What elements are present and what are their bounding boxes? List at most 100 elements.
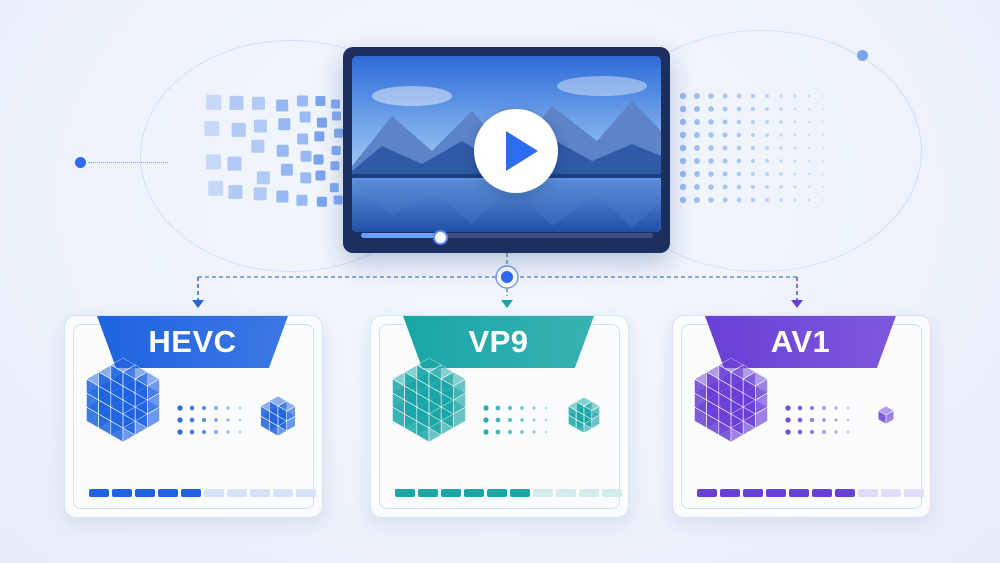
matrix-dot [822, 160, 824, 162]
matrix-dot [779, 146, 783, 150]
compression-dot [822, 406, 826, 410]
matrix-dot [807, 107, 811, 111]
bar-segment [697, 489, 717, 497]
codec-label-tab: VP9 [403, 316, 594, 368]
compression-dot [809, 429, 815, 435]
compression-dot [238, 406, 242, 410]
compression-dot [834, 430, 838, 434]
pixel-square [251, 96, 265, 110]
matrix-dot [708, 197, 714, 203]
bar-segment [556, 489, 576, 497]
matrix-dot [779, 185, 783, 189]
bar-segment [112, 489, 132, 497]
bar-segment [135, 489, 155, 497]
pixel-square [334, 128, 344, 138]
matrix-dot [694, 171, 700, 177]
matrix-dot [807, 172, 811, 176]
pixel-square [331, 145, 341, 155]
compression-dot [544, 406, 548, 410]
pixel-square [280, 163, 293, 176]
compression-dot [809, 417, 815, 423]
bar-segment [158, 489, 178, 497]
pixel-square [227, 156, 242, 171]
video-progress-bar[interactable] [361, 230, 653, 245]
matrix-dot [793, 146, 797, 150]
matrix-dot [694, 132, 700, 138]
compression-dot [495, 405, 501, 411]
pixel-square [297, 133, 309, 145]
pixel-square [296, 194, 308, 206]
compression-dot [846, 418, 850, 422]
bar-segment [720, 489, 740, 497]
matrix-dot [822, 186, 824, 188]
matrix-dot [722, 106, 728, 112]
background-dot-line [88, 162, 168, 163]
matrix-dot [679, 118, 687, 126]
matrix-dot [765, 133, 769, 137]
matrix-dot [679, 196, 687, 204]
matrix-dot [708, 93, 714, 99]
bar-segment [904, 489, 924, 497]
pixel-square [315, 170, 326, 181]
matrix-dot [822, 134, 824, 136]
matrix-dot [822, 199, 824, 201]
codec-card-hevc[interactable]: HEVC [64, 315, 323, 518]
compression-illustration [391, 357, 601, 443]
small-cube-icon [877, 405, 895, 425]
bar-segment [812, 489, 832, 497]
bar-segment [441, 489, 461, 497]
compression-level-bar [697, 489, 924, 497]
matrix-dot [779, 120, 783, 124]
compression-dot [797, 429, 803, 435]
compression-dot [846, 430, 850, 434]
matrix-dot [708, 132, 714, 138]
play-button[interactable] [474, 109, 558, 193]
bar-segment [204, 489, 224, 497]
matrix-dot [793, 133, 797, 137]
matrix-dot [765, 159, 769, 163]
matrix-dot [822, 173, 824, 175]
compression-dot [226, 406, 230, 410]
small-cube-icon [567, 396, 601, 434]
matrix-dot [750, 132, 756, 138]
codec-label-tab: HEVC [97, 316, 288, 368]
dot-matrix-right [679, 92, 824, 204]
compression-dot [532, 418, 536, 422]
matrix-dot [708, 106, 714, 112]
background-dot-left [75, 157, 86, 168]
matrix-dot [736, 93, 742, 99]
matrix-dot [708, 158, 714, 164]
compression-dot [785, 429, 791, 435]
codec-card-av1[interactable]: AV1 [672, 315, 931, 518]
matrix-dot [822, 95, 824, 97]
video-player[interactable] [343, 47, 670, 253]
matrix-dot [750, 145, 756, 151]
video-scrubber-handle[interactable] [432, 230, 448, 245]
matrix-dot [679, 131, 687, 139]
matrix-dot [679, 144, 687, 152]
pixel-square [329, 183, 339, 193]
matrix-dot [722, 93, 728, 99]
matrix-dot [793, 198, 797, 202]
bar-segment [789, 489, 809, 497]
matrix-dot [736, 119, 742, 125]
codec-card-vp9[interactable]: VP9 [370, 315, 629, 518]
compression-dot [483, 405, 489, 411]
small-cube-icon [259, 395, 297, 437]
matrix-dot [807, 120, 811, 124]
pixel-square [206, 154, 222, 170]
matrix-dot [750, 158, 756, 164]
matrix-dot [779, 94, 783, 98]
bar-segment [296, 489, 316, 497]
pixel-square [333, 195, 343, 205]
bar-segment [510, 489, 530, 497]
matrix-dot [765, 172, 769, 176]
pixel-square [251, 139, 265, 153]
compression-dot [834, 418, 838, 422]
compression-dot [822, 418, 826, 422]
pixel-square [299, 111, 311, 123]
compression-dot [532, 430, 536, 434]
compression-dot [177, 417, 183, 423]
compression-dot [544, 430, 548, 434]
matrix-dot [694, 184, 700, 190]
